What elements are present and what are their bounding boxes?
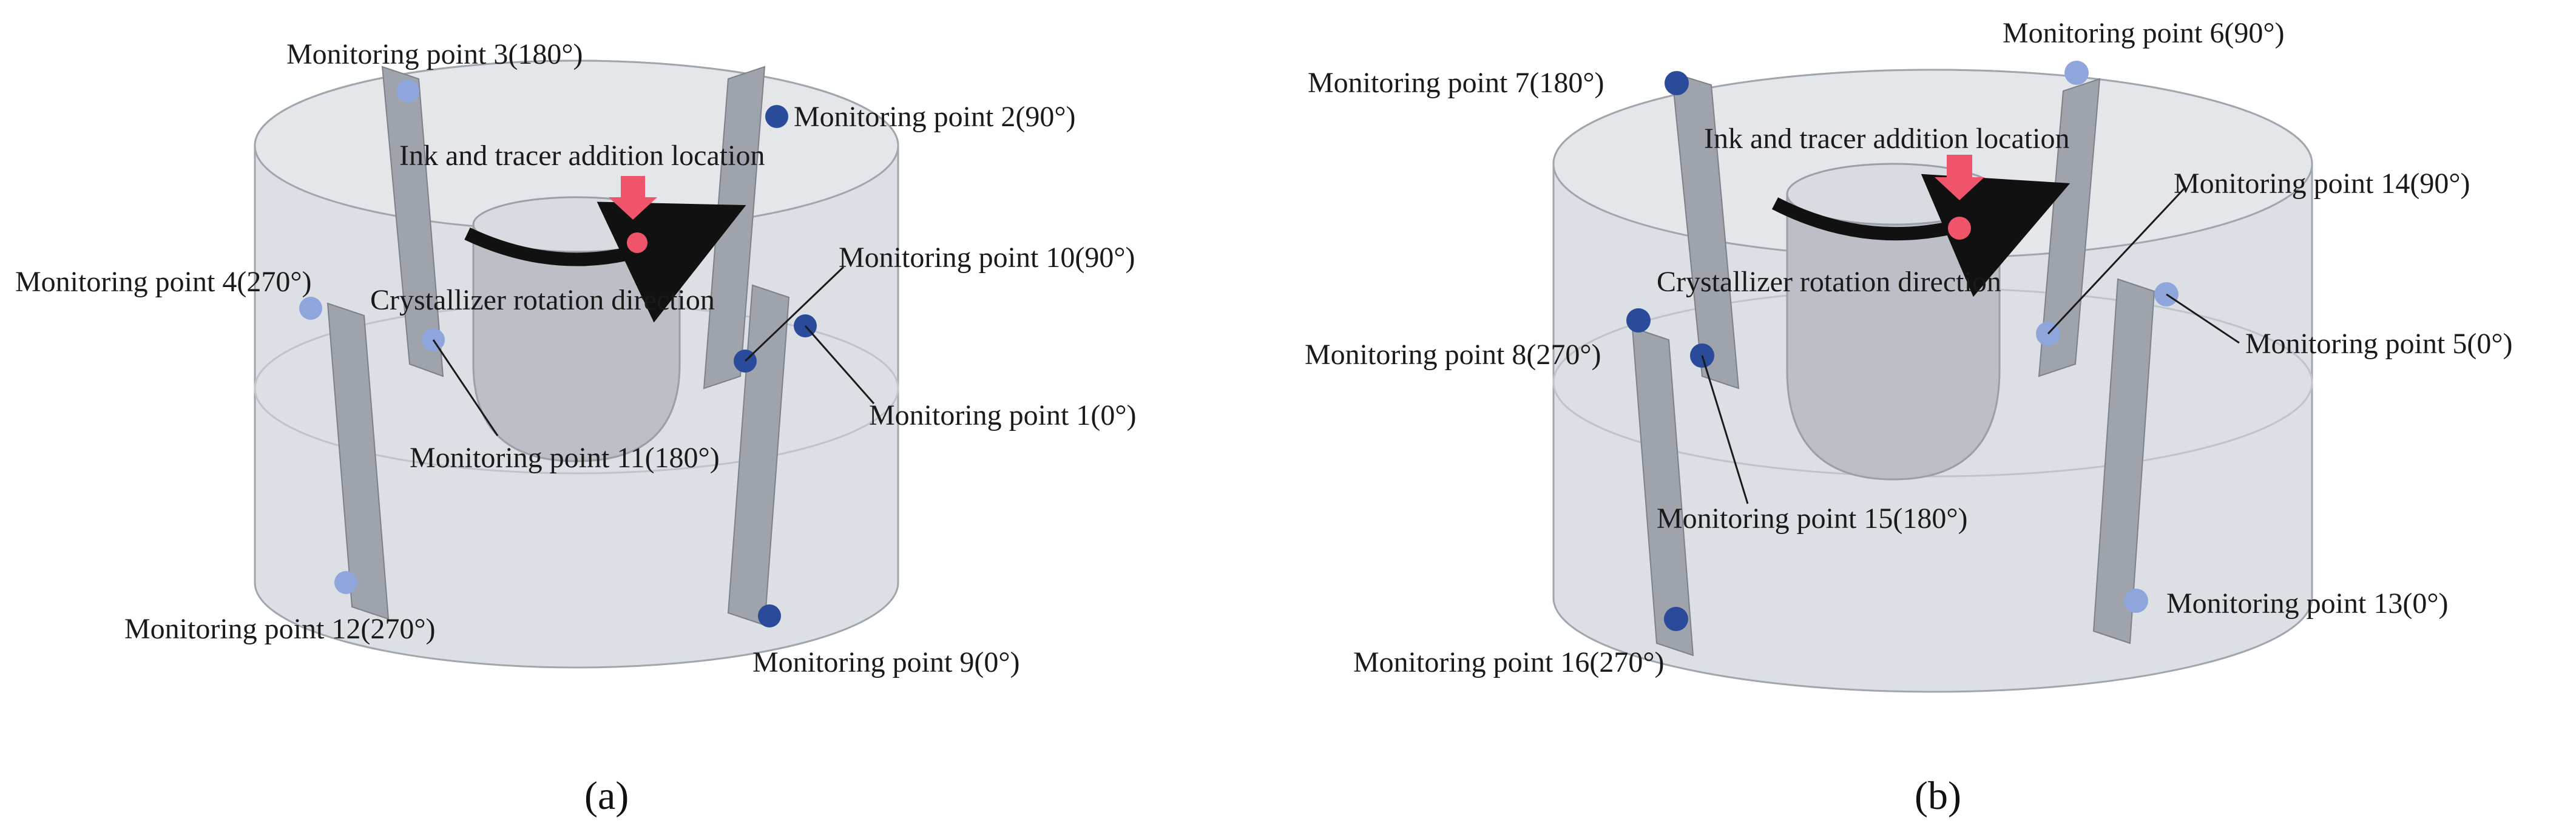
label-point-1: Monitoring point 1(0°) [869, 399, 1137, 431]
label-point-7: Monitoring point 7(180°) [1308, 67, 1604, 99]
rotation-arrow [1771, 174, 2071, 297]
label-point-16: Monitoring point 16(270°) [1353, 646, 1665, 678]
label-addition-location: Ink and tracer addition location [399, 140, 765, 172]
label-rotation-direction: Crystallizer rotation direction [370, 284, 715, 316]
leader-line-5 [2166, 293, 2240, 344]
monitoring-point-7 [1665, 71, 1689, 95]
leader-line-14 [2047, 187, 2186, 335]
tracer-arrow-icon [609, 176, 657, 220]
baffle-left-lower [326, 302, 390, 620]
caption-a: (a) [584, 774, 629, 818]
leader-line-1 [804, 325, 875, 404]
baffle-left-lower [1631, 326, 1694, 657]
monitoring-point-8 [1626, 308, 1651, 333]
leader-line-11 [432, 339, 499, 436]
monitoring-point-13 [2124, 589, 2148, 613]
panel-b: Monitoring point 7(180°) Monitoring poin… [1305, 17, 2513, 818]
tracer-arrow-icon [1935, 155, 1984, 200]
label-addition-location: Ink and tracer addition location [1704, 123, 2069, 155]
label-point-4: Monitoring point 4(270°) [15, 266, 312, 298]
leader-line-15 [1701, 355, 1749, 504]
monitoring-point-12 [334, 571, 357, 594]
monitoring-point-16 [1664, 607, 1688, 631]
monitoring-point-9 [758, 604, 781, 627]
panel-a: Monitoring point 3(180°) Monitoring poin… [15, 38, 1137, 818]
monitoring-point-6 [2064, 61, 2089, 85]
label-point-2: Monitoring point 2(90°) [794, 101, 1076, 133]
label-point-10: Monitoring point 10(90°) [839, 242, 1135, 274]
tracer-point [627, 232, 647, 253]
caption-b: (b) [1915, 774, 1961, 818]
label-point-6: Monitoring point 6(90°) [2003, 17, 2285, 49]
label-point-5: Monitoring point 5(0°) [2245, 328, 2513, 360]
label-point-9: Monitoring point 9(0°) [752, 646, 1020, 678]
baffle-left-upper [1671, 72, 1740, 390]
label-point-8: Monitoring point 8(270°) [1305, 339, 1601, 371]
label-point-11: Monitoring point 11(180°) [410, 442, 720, 474]
leader-line-10 [744, 266, 845, 362]
rotation-arrow [464, 201, 746, 323]
label-point-12: Monitoring point 12(270°) [124, 613, 436, 645]
baffle-left-upper [381, 66, 444, 377]
label-rotation-direction: Crystallizer rotation direction [1657, 266, 2001, 298]
tracer-point [1948, 217, 1971, 240]
label-point-15: Monitoring point 15(180°) [1657, 502, 1968, 535]
monitoring-point-2 [765, 105, 788, 128]
monitoring-point-4 [299, 297, 322, 320]
label-point-13: Monitoring point 13(0°) [2166, 587, 2449, 620]
label-point-3: Monitoring point 3(180°) [286, 38, 583, 70]
baffle-right-lower [2092, 278, 2155, 644]
monitoring-point-3 [396, 79, 419, 103]
label-point-14: Monitoring point 14(90°) [2174, 167, 2470, 200]
